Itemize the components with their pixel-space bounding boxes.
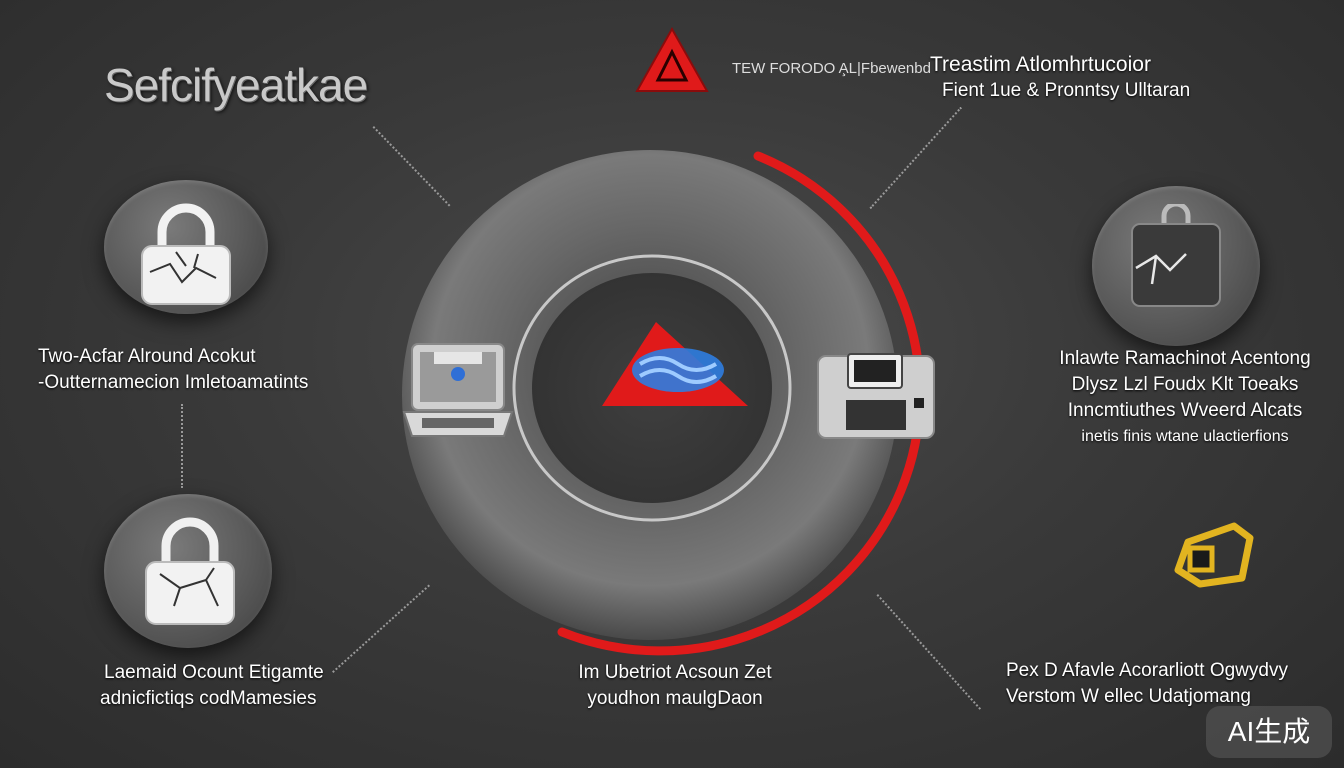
bottom-center-label: Im Ubetriot Acsoun Zet youdhon maulgDaon	[570, 660, 780, 712]
top-right-line2: Fient 1ue & Pronntsy Ulltaran	[942, 80, 1191, 101]
left-bottom-line2: adnicfictiqs codMamesies	[100, 688, 317, 709]
bottom-right-line1: Pex D Afavle Acorarliott Ogwydvy	[1006, 660, 1288, 681]
top-right-line1: Treastim Atlomhrtucoior	[930, 53, 1151, 76]
left-bottom-label: Laemaid Ocount Etigamte adnicfictiqs cod…	[100, 660, 324, 712]
right-mid-label: Inlawte Ramachinot Acentong Dlysz Lzl Fo…	[1050, 346, 1320, 450]
left-bottom-line1: Laemaid Ocount Etigamte	[104, 662, 324, 683]
bottom-center-line1: Im Ubetriot Acsoun Zet	[578, 662, 772, 683]
cracked-lock-icon	[145, 517, 235, 625]
top-caption: TEW FORODO A̧L|Fbewenbd	[732, 60, 931, 77]
device-icon	[817, 353, 935, 439]
shopping-bag-icon	[1131, 204, 1221, 307]
left-top-line2: -Outternamecion Imletoamatints	[38, 372, 309, 393]
ai-generated-badge: AI生成	[1206, 706, 1332, 758]
center-alert-icon	[602, 322, 748, 406]
bottom-right-line2: Verstom W ellec Udatjomang	[1006, 686, 1251, 707]
page-title: Sefcifyeatkae	[104, 59, 368, 111]
connector-left-vertical	[181, 404, 183, 488]
top-right-label: Treastim Atlomhrtucoior Fient 1ue & Pron…	[930, 52, 1190, 104]
bottom-right-label: Pex D Afavle Acorarliott Ogwydvy Verstom…	[1006, 658, 1288, 710]
right-mid-line1: Inlawte Ramachinot Acentong	[1059, 348, 1311, 369]
gold-frame-icon	[1174, 522, 1254, 588]
broken-lock-icon	[141, 203, 231, 305]
bottom-center-line2: youdhon maulgDaon	[587, 688, 763, 709]
right-mid-line4: inetis finis wtane ulactierfions	[1081, 428, 1289, 445]
left-top-label: Two-Acfar Alround Acokut -Outternamecion…	[38, 344, 308, 396]
right-mid-line3: Inncmtiuthes Wveerd Alcats	[1067, 400, 1303, 421]
right-mid-line2: Dlysz Lzl Foudx Klt Toeaks	[1071, 374, 1299, 395]
laptop-icon	[402, 343, 514, 437]
warning-triangle-icon	[635, 26, 709, 92]
left-top-line1: Two-Acfar Alround Acokut	[38, 346, 256, 367]
